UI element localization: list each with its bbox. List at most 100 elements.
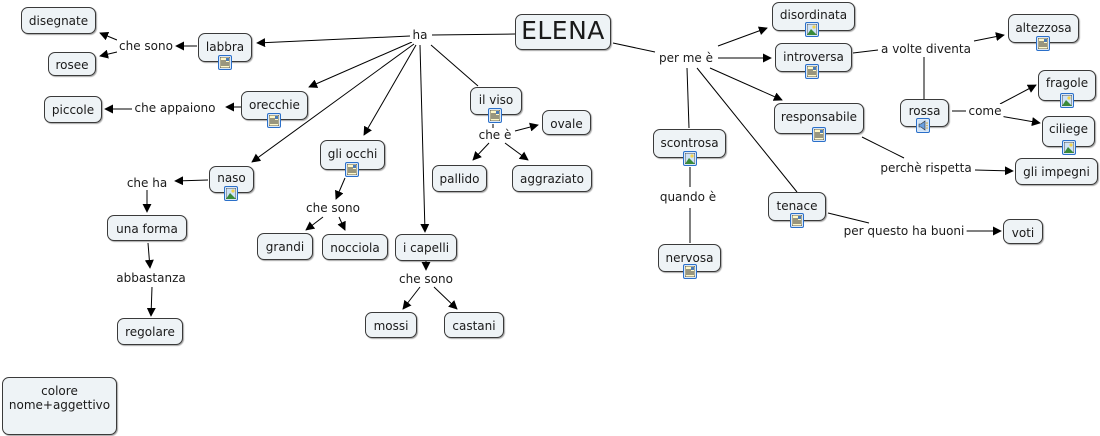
document-icon[interactable] — [1036, 36, 1050, 51]
line-chee-ovale — [514, 122, 539, 132]
link-label-abbastanza: abbastanza — [114, 271, 188, 285]
line-perme-disordinata — [717, 26, 768, 47]
concept-label: tenace — [776, 199, 818, 213]
line-naso-cheha — [174, 176, 209, 186]
concept-label: disordinata — [779, 8, 848, 22]
concept-rosee[interactable]: rosee — [48, 52, 96, 76]
concept-pallido[interactable]: pallido — [432, 165, 487, 192]
concept-mossi[interactable]: mossi — [365, 312, 417, 338]
concept-label-line1: colore — [41, 384, 78, 398]
concept-label: labbra — [205, 40, 245, 54]
link-label-quando-e: quando è — [657, 190, 719, 204]
concept-label: rossa — [908, 104, 941, 118]
concept-label: castani — [452, 319, 496, 333]
concept-rossa[interactable]: rossa — [900, 99, 949, 127]
concept-label: mossi — [373, 319, 409, 333]
concept-regolare[interactable]: regolare — [117, 318, 183, 345]
concept-voti[interactable]: voti — [1003, 219, 1043, 244]
link-label-perche-rispetta: perchè rispetta — [878, 161, 974, 175]
concept-label-line2: nome+aggettivo — [8, 398, 111, 412]
line-ha-capelli — [419, 44, 430, 233]
concept-label: ovale — [550, 117, 583, 131]
concept-responsabile[interactable]: responsabile — [774, 103, 864, 134]
sound-icon[interactable] — [916, 118, 930, 133]
line-chesono-mossi — [402, 286, 421, 310]
line-ha-labbra — [256, 35, 411, 48]
document-icon[interactable] — [812, 127, 826, 142]
concept-castani[interactable]: castani — [444, 312, 504, 338]
line-chesono-rosee — [99, 49, 118, 59]
concept-label: nervosa — [665, 251, 714, 265]
document-icon[interactable] — [805, 64, 819, 79]
concept-scontrosa[interactable]: scontrosa — [653, 129, 726, 158]
line-avolte-altezzosa — [973, 32, 1005, 42]
concept-label: aggraziato — [520, 172, 584, 186]
image-icon[interactable] — [683, 151, 697, 166]
concept-label: piccole — [51, 103, 95, 117]
line-introversa-avolte — [852, 49, 879, 54]
concept-label: voti — [1011, 226, 1035, 240]
concept-elena[interactable]: ELENA — [515, 14, 611, 50]
concept-label: una forma — [116, 222, 178, 236]
document-icon[interactable] — [488, 108, 502, 123]
document-icon[interactable] — [345, 162, 359, 177]
concept-label: fragole — [1045, 76, 1089, 90]
concept-label: rosee — [55, 58, 89, 72]
image-icon[interactable] — [224, 186, 238, 201]
concept-label: orecchie — [249, 98, 300, 112]
line-elena-perme — [612, 42, 656, 53]
document-icon[interactable] — [218, 55, 232, 70]
concept-label: pallido — [439, 172, 480, 186]
link-label-che-e: che è — [476, 128, 514, 142]
line-chesono-disegnate — [99, 31, 118, 41]
link-label-che-sono: che sono — [397, 272, 455, 286]
image-icon[interactable] — [805, 22, 819, 37]
concept-piccole[interactable]: piccole — [44, 96, 102, 123]
concept-label: grandi — [265, 240, 305, 254]
line-perche-impegni — [974, 166, 1014, 176]
line-chee-aggraziato — [504, 142, 529, 161]
line-chesono-castani — [433, 286, 458, 310]
line-come-ciliege — [999, 115, 1041, 127]
link-label-che-appaiono: che appaiono — [132, 101, 218, 115]
concept-label: ciliege — [1049, 122, 1088, 136]
concept-i-capelli[interactable]: i capelli — [395, 234, 457, 261]
line-perme-responsabile — [709, 67, 783, 101]
link-label-che-sono: che sono — [304, 201, 362, 215]
concept-label: i capelli — [402, 241, 450, 255]
line-tenace-perquesto — [827, 212, 870, 224]
line-perme-tenace — [696, 67, 798, 193]
link-label-che-sono: che sono — [117, 39, 175, 53]
line-ha-naso — [251, 43, 415, 163]
line-come-fragole — [999, 84, 1037, 105]
document-icon[interactable] — [683, 264, 697, 279]
concept-label: naso — [217, 171, 246, 185]
image-icon[interactable] — [1062, 140, 1076, 155]
concept-label: introversa — [783, 50, 844, 64]
image-icon[interactable] — [1060, 93, 1074, 108]
line-ha-occhi — [363, 44, 417, 136]
concept-aggraziato[interactable]: aggraziato — [512, 165, 592, 192]
concept-ovale[interactable]: ovale — [542, 110, 591, 135]
concept-label: responsabile — [780, 110, 858, 124]
document-icon[interactable] — [267, 113, 281, 128]
line-ha-viso — [430, 44, 479, 87]
link-label-ha: ha — [410, 28, 430, 42]
line-chesono-grandi — [305, 216, 324, 231]
concept-label: gli impegni — [1023, 165, 1090, 179]
concept-nocciola[interactable]: nocciola — [322, 234, 388, 260]
concept-disegnate[interactable]: disegnate — [21, 7, 96, 34]
concept-colore-legend[interactable]: colore nome+aggettivo — [2, 377, 117, 435]
line-chee-pallido — [472, 142, 490, 161]
concept-label: scontrosa — [660, 136, 719, 150]
concept-gli-impegni[interactable]: gli impegni — [1015, 158, 1098, 185]
concept-label: il viso — [478, 93, 514, 107]
document-icon[interactable] — [790, 213, 804, 228]
concept-label: altezzosa — [1015, 21, 1072, 35]
link-label-per-me-e: per me è — [656, 51, 716, 65]
concept-label: gli occhi — [327, 147, 378, 161]
concept-una-forma[interactable]: una forma — [107, 215, 187, 241]
